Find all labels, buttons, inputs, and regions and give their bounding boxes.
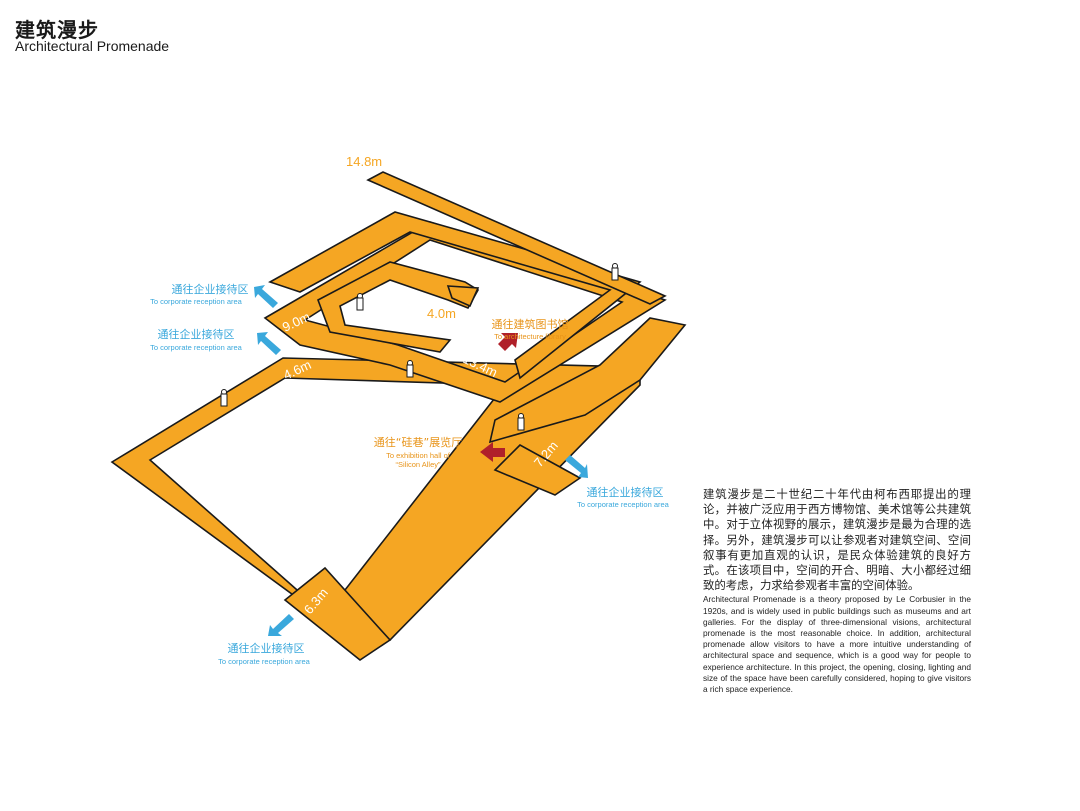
- description-en: Architectural Promenade is a theory prop…: [703, 594, 971, 695]
- reception-label-en: To corporate reception area: [150, 343, 243, 352]
- exhibition-label: 通往“硅巷”展览厅 To exhibition hall of “Silicon…: [374, 435, 462, 469]
- library-label-cn: 通往建筑图书馆: [492, 317, 569, 331]
- person-figure: [611, 263, 619, 281]
- exhibition-label-cn: 通往“硅巷”展览厅: [374, 435, 462, 449]
- reception-label-en: To corporate reception area: [577, 500, 670, 509]
- reception-arrows: [254, 285, 588, 636]
- reception-label: 通往企业接待区 To corporate reception area: [577, 485, 670, 509]
- right-lower-walkway: [488, 317, 687, 444]
- spiral-center-walkway: [317, 261, 480, 353]
- exhibition-arrow-icon: [480, 442, 505, 462]
- exhibition-label-en: To exhibition hall of: [386, 451, 451, 460]
- destination-arrows: [480, 333, 518, 462]
- walkway-paths: [110, 171, 687, 661]
- reception-label-en: To corporate reception area: [150, 297, 243, 306]
- upper-loop-walkway: [268, 211, 642, 380]
- dimension-label: 4.0m: [427, 306, 456, 321]
- person-figure: [356, 293, 364, 311]
- page-title-en: Architectural Promenade: [15, 38, 170, 54]
- lower-tail-walkway: [283, 566, 392, 661]
- person-figure: [517, 413, 525, 431]
- reception-label-cn: 通往企业接待区: [587, 485, 664, 499]
- description-cn: 建筑漫步是二十世纪二十年代由柯布西耶提出的理论，并被广泛应用于西方博物馆、美术馆…: [703, 487, 971, 593]
- description-block: 建筑漫步是二十世纪二十年代由柯布西耶提出的理论，并被广泛应用于西方博物馆、美术馆…: [703, 487, 971, 695]
- person-figure: [406, 360, 414, 378]
- reception-arrow-icon: [257, 332, 281, 355]
- reception-label-en: To corporate reception area: [218, 657, 311, 666]
- reception-label-cn: 通往企业接待区: [158, 327, 235, 341]
- reception-arrow-icon: [565, 455, 588, 478]
- library-arrow-icon: [498, 333, 518, 351]
- right-7m-walkway: [493, 444, 582, 496]
- spiral-hook-walkway: [446, 285, 480, 308]
- visitor-figures: [220, 263, 619, 431]
- reception-label-cn: 通往企业接待区: [228, 641, 305, 655]
- reception-label: 通往企业接待区 To corporate reception area: [150, 327, 243, 352]
- library-label: 通往建筑图书馆 To architecture library: [492, 317, 569, 341]
- reception-arrow-icon: [254, 285, 278, 308]
- exhibition-label-en: “Silicon Alley”: [395, 460, 441, 469]
- page-title-cn: 建筑漫步: [15, 18, 99, 42]
- reception-label-cn: 通往企业接待区: [172, 282, 249, 296]
- top-walkway: [366, 171, 667, 305]
- person-figure: [220, 389, 228, 407]
- library-label-en: To architecture library: [494, 332, 566, 341]
- dimension-label: 14.8m: [346, 154, 382, 169]
- reception-arrow-icon: [268, 614, 294, 636]
- reception-label: 通往企业接待区 To corporate reception area: [218, 641, 311, 666]
- reception-label: 通往企业接待区 To corporate reception area: [150, 282, 248, 306]
